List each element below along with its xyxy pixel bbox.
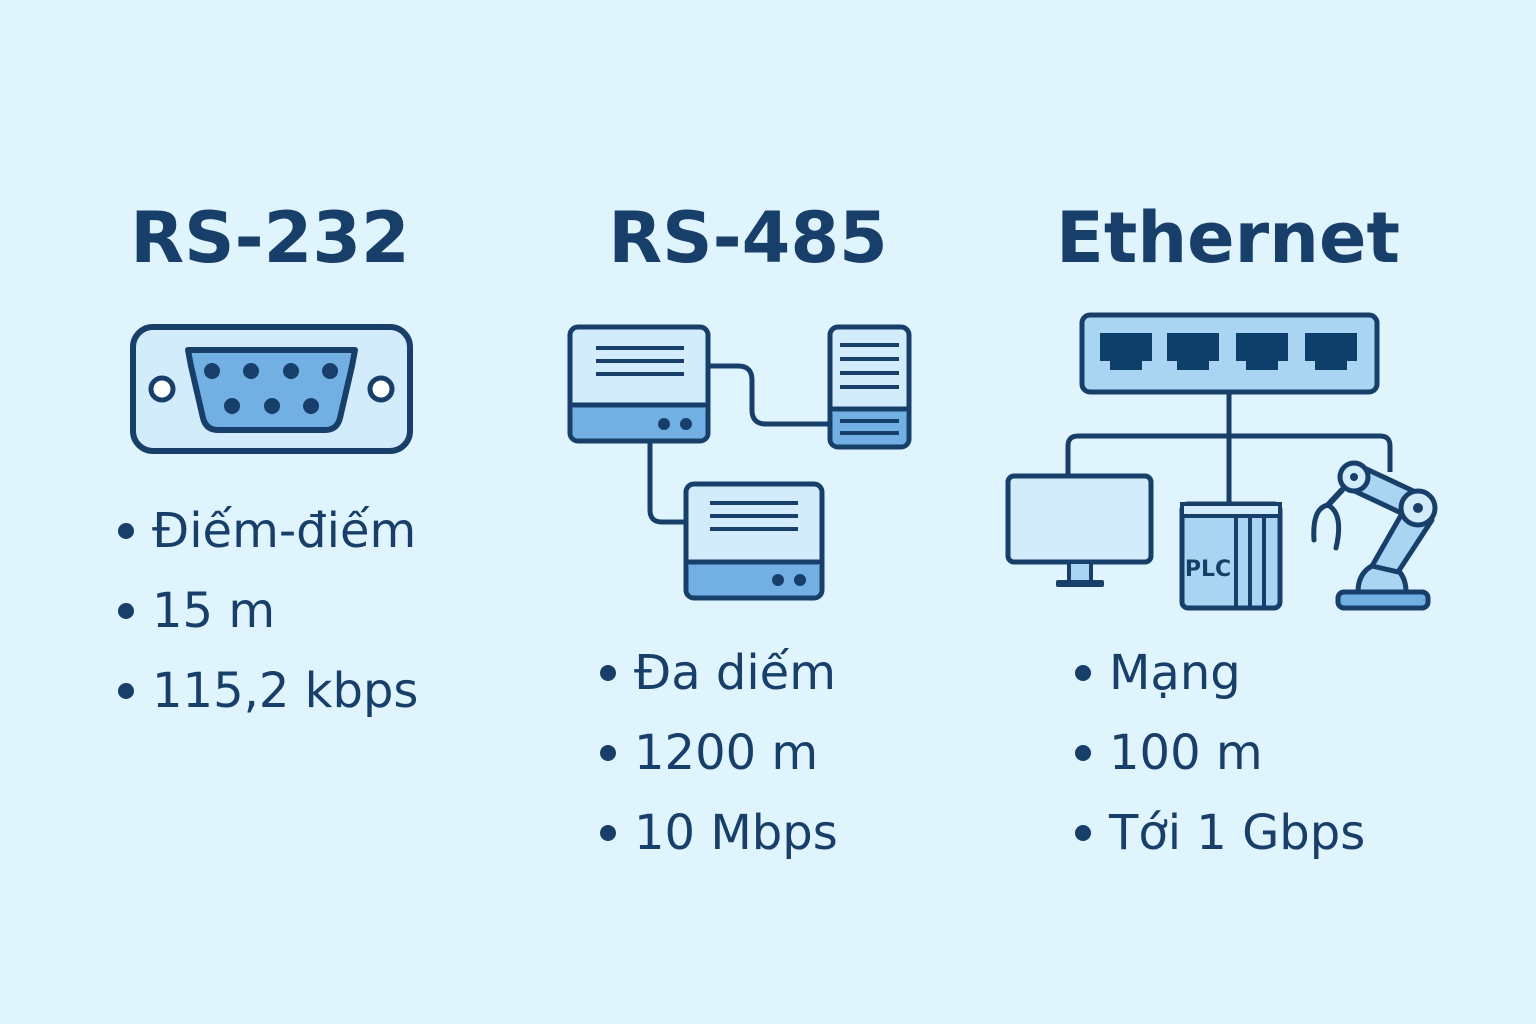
network-switch-icon [1079, 312, 1380, 395]
spec-item: 115,2 kbps [118, 651, 418, 731]
rs485-speed: 10 Mbps [634, 805, 838, 861]
ethernet-topology: Mạng [1109, 645, 1241, 701]
ethernet-specs: Mạng 100 m Tới 1 Gbps [1075, 633, 1365, 873]
spec-item: 15 m [118, 571, 418, 651]
plc-label: PLC [1185, 557, 1231, 582]
rs232-speed: 115,2 kbps [152, 663, 419, 719]
rs485-device-2 [827, 324, 912, 450]
spec-item: Đa diếm [600, 633, 838, 713]
spec-item: Mạng [1075, 633, 1365, 713]
rs485-device-3 [683, 481, 825, 601]
bullet-icon [1075, 665, 1091, 681]
ethernet-port-icon [1236, 333, 1288, 370]
spec-item: 1200 m [600, 713, 838, 793]
rs232-distance: 15 m [152, 583, 276, 639]
rs485-topology: Đa diếm [634, 645, 836, 701]
rs485-device-1 [567, 324, 711, 444]
plc-icon: PLC [1179, 501, 1283, 611]
ethernet-port-icon [1305, 333, 1357, 370]
ethernet-speed: Tới 1 Gbps [1109, 805, 1366, 861]
robot-arm-icon [1311, 460, 1438, 611]
rs232-topology: Điếm-điếm [152, 503, 417, 559]
multidrop-devices-icon [567, 324, 912, 601]
rs485-specs: Đa diếm 1200 m 10 Mbps [600, 633, 838, 873]
bullet-icon [600, 665, 616, 681]
bullet-icon [118, 523, 134, 539]
spec-item: 10 Mbps [600, 793, 838, 873]
bullet-icon [118, 603, 134, 619]
bullet-icon [1075, 825, 1091, 841]
rs485-title: RS-485 [608, 197, 888, 279]
ethernet-port-icon [1100, 333, 1152, 370]
spec-item: Điếm-điếm [118, 491, 418, 571]
spec-item: 100 m [1075, 713, 1365, 793]
monitor-icon [1005, 473, 1154, 587]
ethernet-distance: 100 m [1109, 725, 1263, 781]
bullet-icon [600, 745, 616, 761]
db9-serial-connector-icon [130, 324, 413, 454]
rs485-distance: 1200 m [634, 725, 819, 781]
spec-item: Tới 1 Gbps [1075, 793, 1365, 873]
ethernet-port-icon [1167, 333, 1219, 370]
rs232-title: RS-232 [130, 197, 410, 279]
rs232-specs: Điếm-điếm 15 m 115,2 kbps [118, 491, 418, 731]
bullet-icon [600, 825, 616, 841]
bullet-icon [118, 683, 134, 699]
ethernet-network-icon: PLC [1005, 312, 1438, 611]
bullet-icon [1075, 745, 1091, 761]
ethernet-title: Ethernet [1056, 197, 1400, 279]
